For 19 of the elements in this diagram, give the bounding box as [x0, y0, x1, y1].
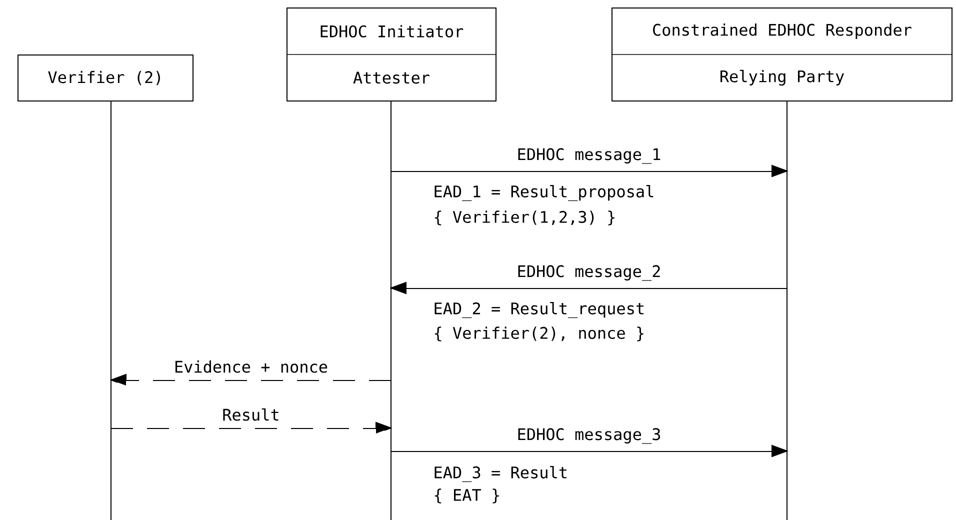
- message-note: { EAT }: [434, 488, 499, 504]
- edge-label: EDHOC message_1: [516, 147, 662, 165]
- edge-label: EDHOC message_2: [516, 264, 662, 282]
- arrow: [390, 282, 788, 294]
- message-note: EAD_2 = Result_request: [434, 302, 644, 318]
- message-note: EAD_1 = Result_proposal: [434, 185, 654, 202]
- arrow: [390, 444, 788, 457]
- message-note: { Verifier(1,2,3) }: [434, 210, 614, 226]
- arrow: [390, 164, 788, 177]
- participant-box: EDHOC Initiator Attester: [286, 8, 496, 102]
- arrow: [110, 374, 392, 386]
- participant-box: Constrained EDHOC Responder Relying Party: [612, 8, 952, 102]
- message-note: EAD_3 = Result: [434, 466, 566, 482]
- edge-label: Evidence + nonce: [172, 359, 330, 374]
- participant-box: Verifier (2): [18, 54, 194, 102]
- edge-label: EDHOC message_3: [516, 427, 662, 445]
- arrow: [110, 422, 392, 434]
- message-note: { Verifier(2), nonce }: [434, 326, 644, 342]
- edge-label: Result: [221, 407, 281, 422]
